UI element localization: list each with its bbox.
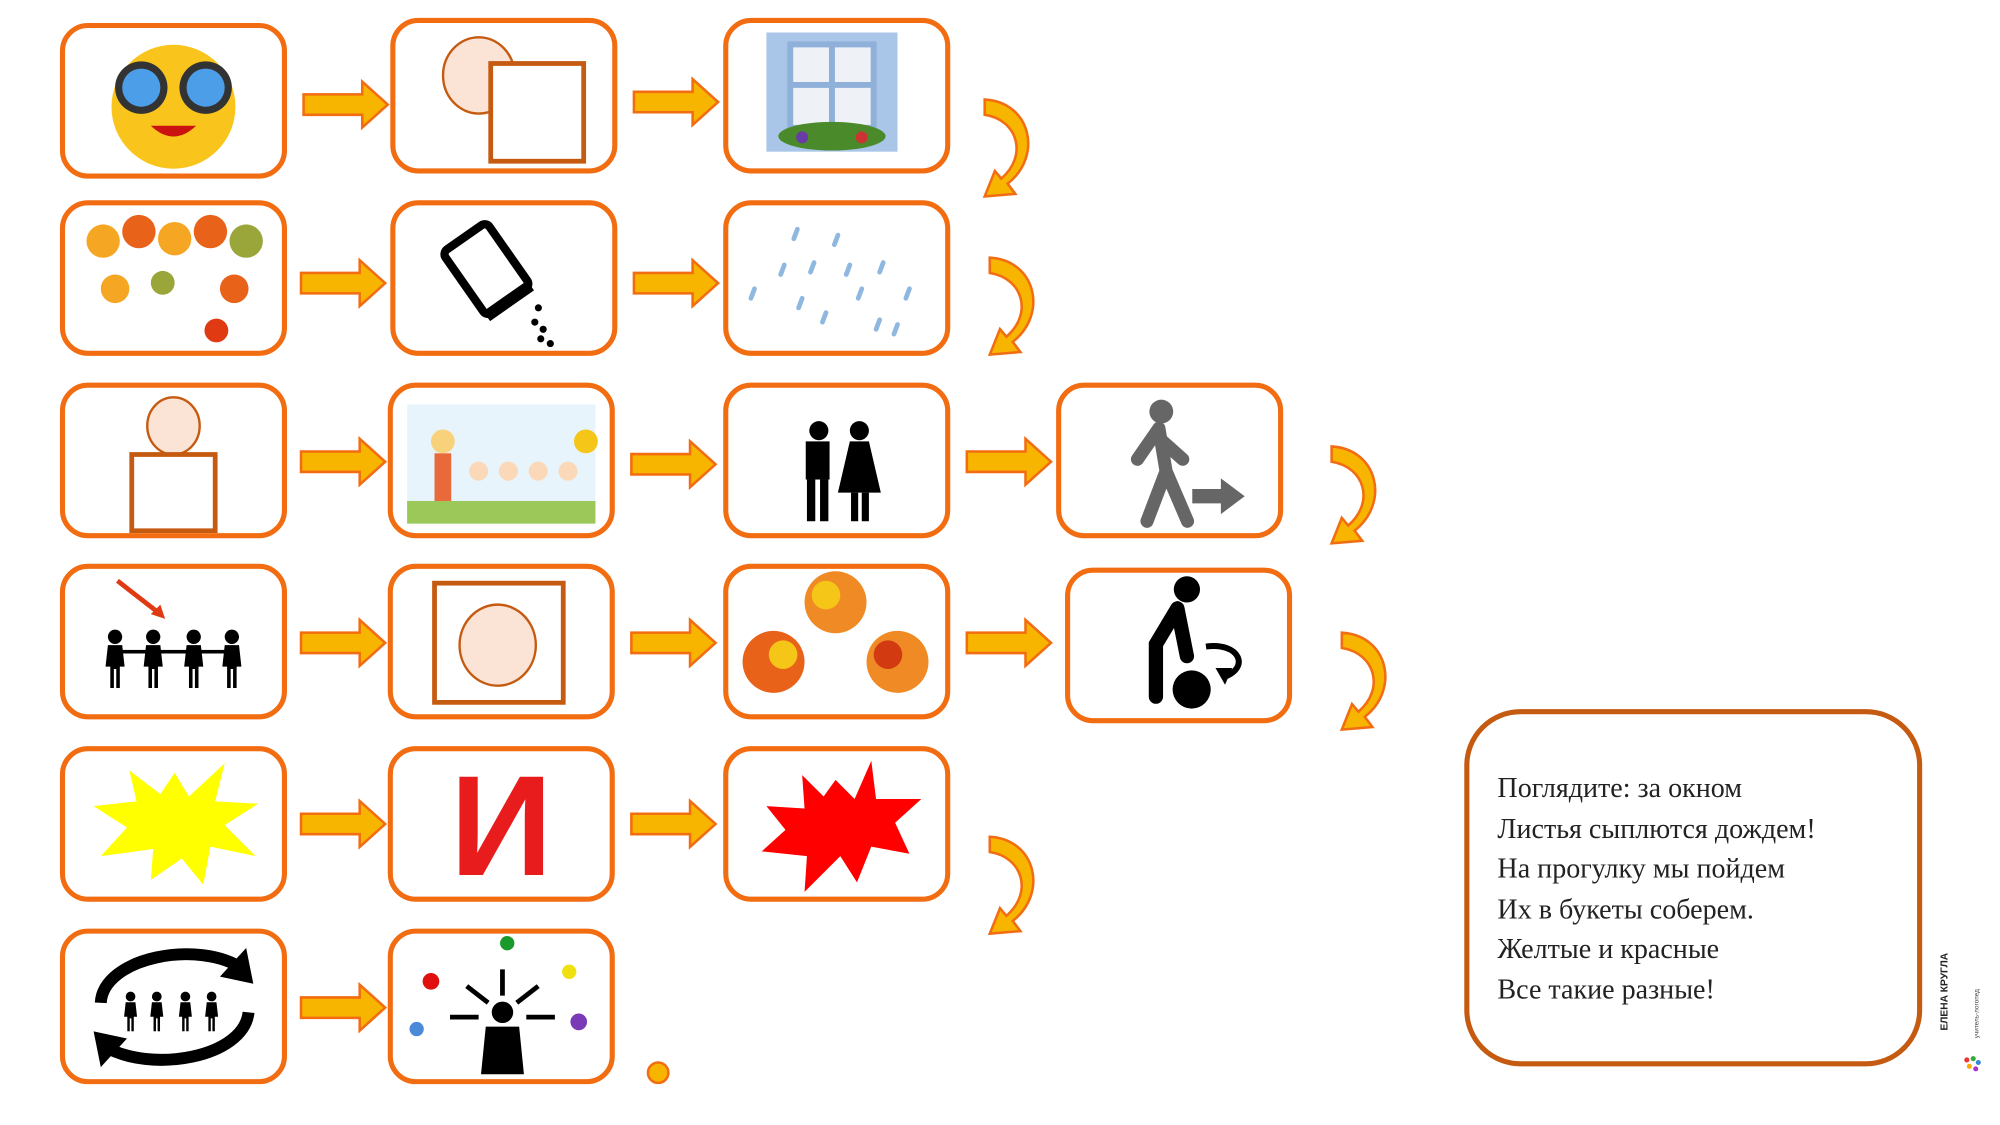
- arrow-right-icon: [631, 77, 720, 128]
- curved-arrow-icon: [1327, 439, 1391, 554]
- yellow-burst-icon: [93, 763, 259, 885]
- salt-shaker-icon: [440, 220, 554, 348]
- curved-arrow-icon: [985, 250, 1049, 365]
- curved-arrow-icon: [980, 92, 1044, 207]
- logo-tree-icon: [1964, 1056, 1981, 1072]
- arrow-right-icon: [298, 982, 387, 1033]
- curved-arrow-icon: [985, 829, 1049, 944]
- card-rain: [723, 200, 951, 356]
- red-burst-icon: [761, 760, 922, 892]
- children-holding-hands-icon: [105, 578, 242, 689]
- card-they: [387, 563, 615, 720]
- author-logo: ЕЛЕНА КРУГЛА учитель-логопед: [1939, 937, 1992, 1077]
- logo-role: учитель-логопед: [1973, 989, 1981, 1039]
- card-pour: [390, 200, 618, 356]
- curved-arrow-icon: [1337, 625, 1401, 740]
- arrow-right-icon: [629, 798, 718, 849]
- card-together: [723, 382, 951, 539]
- window-icon: [766, 32, 898, 152]
- card-yellow: [59, 746, 287, 902]
- card-repeat: [59, 928, 287, 1085]
- card-different: [387, 928, 615, 1085]
- arrow-right-icon: [298, 258, 387, 309]
- arrow-right-icon: [629, 617, 718, 668]
- teacher-children-icon: [407, 404, 598, 524]
- arrow-right-icon: [298, 617, 387, 668]
- walking-person-icon: [1130, 399, 1245, 528]
- card-me: [390, 17, 618, 174]
- person-symbol-icon: [441, 36, 587, 164]
- card-red: [723, 746, 951, 902]
- poem-line: Их в букеты соберем.: [1497, 892, 1754, 925]
- poem-text: Поглядите: за окном Листья сыплются дожд…: [1497, 768, 1815, 1009]
- card-go: [1056, 382, 1284, 539]
- arrow-right-icon: [964, 436, 1053, 487]
- arrow-right-icon: [298, 436, 387, 487]
- poem-line: Листья сыплются дождем!: [1497, 811, 1816, 844]
- face-in-frame-icon: [432, 580, 566, 705]
- person-symbol-icon: [129, 396, 218, 534]
- card-we: [59, 382, 287, 539]
- letter-i: И: [449, 746, 553, 902]
- card-gather: [1065, 567, 1293, 724]
- rain-icon: [748, 226, 912, 337]
- card-look-binoculars: [59, 22, 287, 179]
- poem-line: На прогулку мы пойдем: [1497, 852, 1786, 884]
- arrow-right-icon: [301, 79, 390, 130]
- card-window: [723, 17, 951, 174]
- poem-box: Поглядите: за окном Листья сыплются дожд…: [1464, 709, 1923, 1067]
- card-walk-children: [387, 382, 615, 539]
- person-picking-up-icon: [1148, 576, 1242, 709]
- poem-line: Все такие разные!: [1497, 972, 1715, 1005]
- man-woman-icon: [805, 421, 881, 522]
- card-leaves: [59, 200, 287, 356]
- autumn-leaves-icon: [86, 214, 263, 343]
- end-dot: [646, 1061, 670, 1085]
- poem-line: Поглядите: за окном: [1497, 771, 1743, 804]
- arrow-right-icon: [964, 617, 1053, 668]
- card-and: И: [387, 746, 615, 902]
- poem-line: Желтые и красные: [1497, 932, 1720, 965]
- arrow-right-icon: [629, 439, 718, 490]
- arrow-right-icon: [298, 798, 387, 849]
- card-bouquets: [723, 563, 951, 720]
- repeat-cycle-icon: [93, 947, 255, 1068]
- logo-name: ЕЛЕНА КРУГЛА: [1938, 952, 1951, 1031]
- binoculars-smiley-icon: [111, 44, 236, 169]
- person-many-directions-icon: [409, 936, 588, 1075]
- card-children-group: [59, 563, 287, 720]
- arrow-right-icon: [631, 258, 720, 309]
- leaf-bouquets-icon: [742, 571, 929, 693]
